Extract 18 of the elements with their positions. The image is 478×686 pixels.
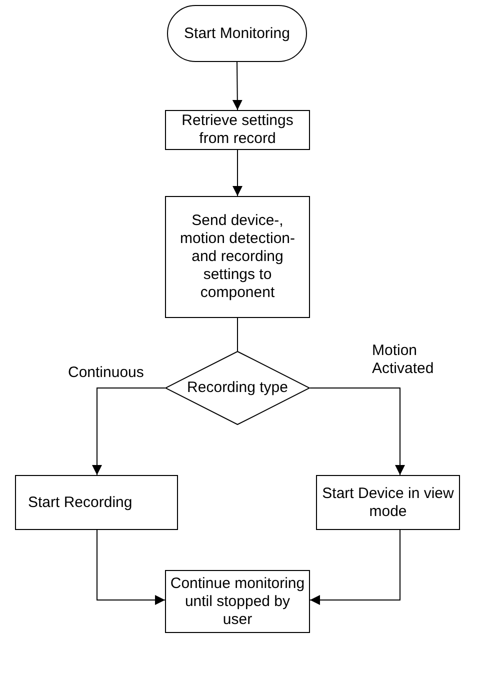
process-box	[165, 110, 310, 150]
decision-diamond	[165, 351, 310, 425]
arrow	[96, 530, 166, 605]
node-label: Start Device in view mode	[321, 484, 455, 520]
process-box	[316, 475, 460, 530]
process-box	[165, 196, 310, 318]
node-label: Start Recording	[27, 494, 134, 512]
node-label: Continue monitoring until stopped by user	[169, 574, 306, 628]
arrow	[310, 530, 400, 605]
node-label: Recording type	[186, 379, 289, 397]
arrow	[232, 150, 242, 196]
node-label: Start Monitoring	[183, 24, 291, 42]
arrow	[232, 62, 242, 110]
process-box	[15, 475, 178, 530]
arrow	[92, 388, 166, 476]
arrow	[310, 388, 405, 476]
node-label: Retrieve settings from record	[180, 112, 294, 148]
node-label: Send device-, motion detection- and recording settings to component	[178, 212, 296, 302]
